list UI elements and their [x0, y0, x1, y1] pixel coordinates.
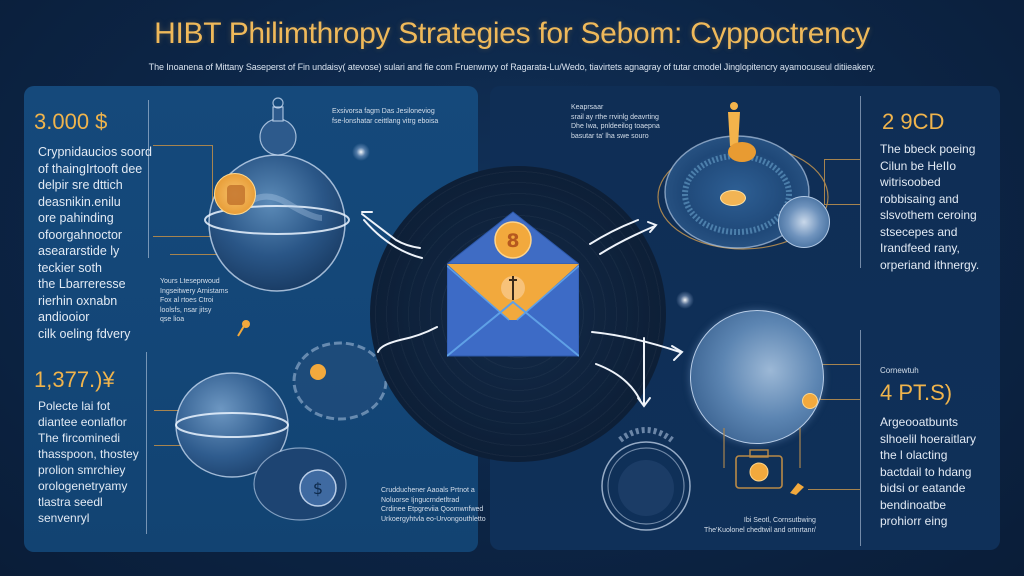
stat-value-1: 3.000 $ — [34, 109, 108, 134]
caption-3: Crudduchener Aaoals Prtnot a Noluorse Ij… — [381, 487, 486, 523]
snowflake-orb-icon — [778, 196, 830, 248]
guide-line — [860, 96, 861, 268]
globe-icon — [202, 148, 352, 298]
globe-icon — [173, 370, 291, 480]
connector-frame — [722, 428, 802, 468]
coin-icon — [720, 190, 746, 206]
stat-value-2: 1,377.)¥ — [34, 367, 115, 392]
guide-line — [148, 100, 149, 258]
portal-icon — [598, 400, 694, 532]
guide-line — [146, 352, 147, 534]
coin-icon — [802, 393, 818, 409]
sparkle-icon — [352, 143, 370, 161]
stat-value-4: 4 PT.S) — [880, 380, 953, 405]
camera-icon — [734, 446, 784, 490]
svg-text:8: 8 — [506, 230, 519, 252]
stat-text-1: Crypnidaucios soord of thaingIrtooft dee… — [38, 145, 152, 341]
flask-icon — [256, 95, 300, 157]
caption-2: Yours Lteseprwoud Ingseitwery Arnistams … — [160, 278, 229, 323]
connector-line — [170, 254, 234, 255]
stat-text-2: Polecte lai fot diantee eonlaflor The fi… — [38, 399, 139, 525]
caption-4: Keaprsaar srail ay rthe rrvinlg deavrtin… — [571, 104, 660, 140]
stat-label-4: Cornewtuh — [880, 366, 919, 375]
trophy-icon — [232, 318, 254, 340]
svg-text:$: $ — [313, 479, 323, 498]
stat-value-3: 2 9CD — [882, 109, 945, 134]
globe-icon — [690, 310, 824, 444]
caption-5: Ibi Seotl, Cornsutbwing The'Kuolonel che… — [704, 517, 816, 534]
stat-text-4: Argeooatbunts slhoelil hoeraitlary the l… — [880, 415, 977, 528]
guide-line — [860, 330, 861, 546]
page-subtitle: The Inoanena of Mittany Saseperst of Fin… — [148, 62, 876, 72]
stat-text-3: The bbeck poeing Cilun be HeIIo witrisoo… — [880, 142, 980, 272]
disc-icon: $ — [252, 446, 348, 522]
connector-bracket — [820, 364, 860, 400]
trophy-icon — [718, 100, 762, 170]
connector-line — [808, 489, 860, 490]
sparkle-icon — [676, 291, 694, 309]
page-title: HIBT Philimthropy Strategies for Sebom: … — [154, 17, 870, 50]
envelope-icon: 8 — [447, 208, 579, 360]
connector-bracket — [153, 145, 213, 237]
coin-stack-icon — [788, 479, 806, 497]
caption-1: Exsivorsa fagm Das Jesiloneviog fse-lons… — [332, 108, 439, 125]
coin-icon — [214, 173, 256, 215]
